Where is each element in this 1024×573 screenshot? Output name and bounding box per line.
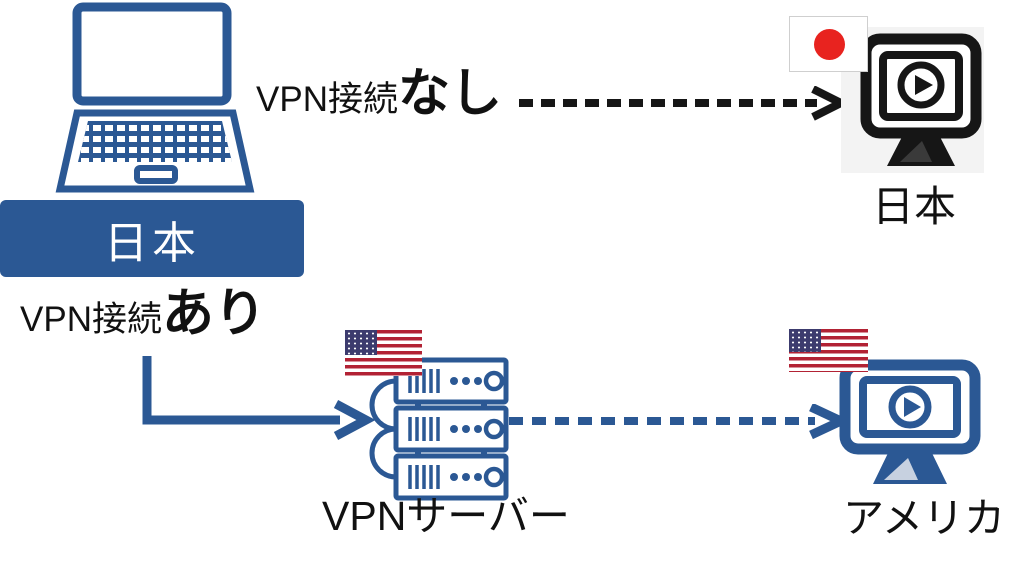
server-unit: [393, 357, 509, 405]
server-unit: [393, 453, 509, 501]
us-flag-canton: [789, 329, 822, 353]
no-vpn-label: VPN接続なし: [256, 68, 502, 120]
no-vpn-destination-label: 日本: [872, 183, 957, 230]
client-country-box: 日本: [0, 200, 304, 277]
no-vpn-dashed-arrow-icon: [519, 86, 850, 121]
server-unit: [393, 405, 509, 453]
vpn-server-label: VPNサーバー: [322, 493, 570, 539]
no-vpn-label-prefix: VPN接続: [256, 80, 398, 119]
with-vpn-label-emphasis: あり: [161, 285, 266, 343]
us-flag-icon: [345, 330, 422, 376]
us-flag-canton: [345, 330, 377, 355]
vpn-server-icon: [369, 357, 509, 501]
server-to-destination-dashed-arrow-icon: [509, 404, 850, 440]
with-vpn-label: VPN接続あり: [20, 288, 266, 340]
japan-video-monitor-icon: [860, 33, 982, 166]
japan-flag-icon: [789, 16, 868, 72]
us-video-monitor-icon: [839, 359, 981, 484]
with-vpn-label-prefix: VPN接続: [20, 300, 162, 339]
japan-flag-sun-disc: [814, 29, 845, 60]
no-vpn-label-emphasis: なし: [397, 65, 502, 123]
us-flag-icon: [789, 329, 868, 372]
client-country-label: 日本: [104, 218, 200, 268]
laptop-icon: [55, 2, 255, 193]
with-vpn-destination-label: アメリカ: [843, 495, 1005, 541]
with-vpn-elbow-arrow-icon: [142, 356, 376, 440]
